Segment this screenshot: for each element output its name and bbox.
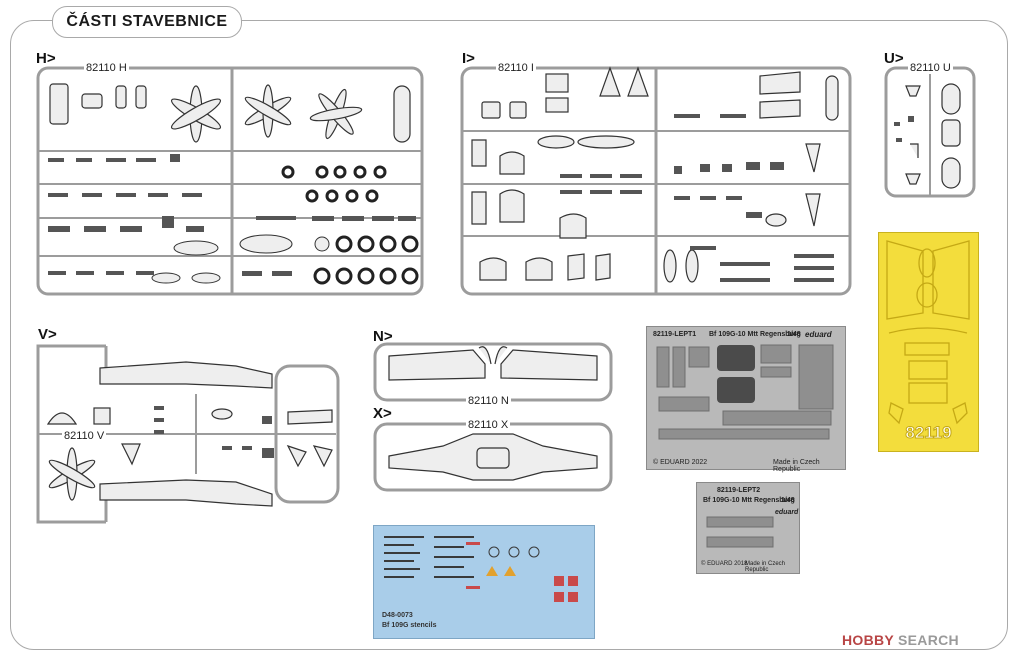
mask-shapes <box>886 240 970 425</box>
watermark-brand: HOBBY <box>842 632 894 648</box>
pe2-brand: eduard <box>775 509 799 516</box>
decal-sheet: D48-0073 Bf 109G stencils <box>373 525 595 639</box>
pe1-scale: 1/48 <box>787 331 801 338</box>
sprue-code-h: 82110 H <box>84 62 129 74</box>
pe1-copyright: © EDUARD 2022 <box>653 459 708 466</box>
sprue-label-i: I> <box>462 50 475 67</box>
sprue-label-v: V> <box>38 326 57 343</box>
pe2-origin: Made in Czech Republic <box>745 561 786 573</box>
pe2-name: Bf 109G-10 Mtt Regensburg <box>703 497 795 504</box>
sprue-code-x: 82110 X <box>466 419 511 431</box>
photoetch-fret-2: 82119-LEPT2 Bf 109G-10 Mtt Regensburg 1/… <box>696 482 800 574</box>
decal-code: D48-0073 <box>382 612 413 619</box>
sprue-label-u: U> <box>884 50 904 67</box>
sprue-label-x: X> <box>373 405 392 422</box>
sprue-v <box>36 344 340 524</box>
pe2-code: 82119-LEPT2 <box>717 487 761 494</box>
pe2-parts <box>706 516 774 548</box>
watermark: HOBBY SEARCH <box>842 632 959 648</box>
pe1-name: Bf 109G-10 Mtt Regensburg <box>709 331 801 338</box>
sprue-code-i: 82110 I <box>496 62 536 74</box>
sprue-u <box>884 66 976 198</box>
pe2-copyright: © EDUARD 2018 <box>701 561 748 567</box>
sprue-x <box>373 422 613 492</box>
pe1-origin: Made in Czech Republic <box>773 459 820 473</box>
sprue-code-v: 82110 V <box>62 430 107 442</box>
sprue-label-n: N> <box>373 328 393 345</box>
sprue-label-h: H> <box>36 50 56 67</box>
pe1-parts <box>656 344 834 440</box>
pe1-code: 82119-LEPT1 <box>653 331 697 338</box>
decal-markings <box>384 536 578 602</box>
sprue-i <box>460 66 852 296</box>
photoetch-fret-1: 82119-LEPT1 Bf 109G-10 Mtt Regensburg 1/… <box>646 326 846 473</box>
mask-number: 82119 <box>905 423 952 443</box>
sprue-code-n: 82110 N <box>466 395 511 407</box>
page-title: ČÁSTI STAVEBNICE <box>52 6 242 38</box>
sprue-n <box>373 342 613 402</box>
pe2-scale: 1/48 <box>781 497 795 504</box>
canopy-mask: 82119 <box>878 232 979 452</box>
decal-name: Bf 109G stencils <box>382 622 437 629</box>
watermark-suffix: SEARCH <box>898 632 959 648</box>
pe1-brand: eduard <box>805 330 832 339</box>
sprue-code-u: 82110 U <box>908 62 953 74</box>
page-frame <box>10 20 1008 650</box>
sprue-h <box>36 66 424 296</box>
